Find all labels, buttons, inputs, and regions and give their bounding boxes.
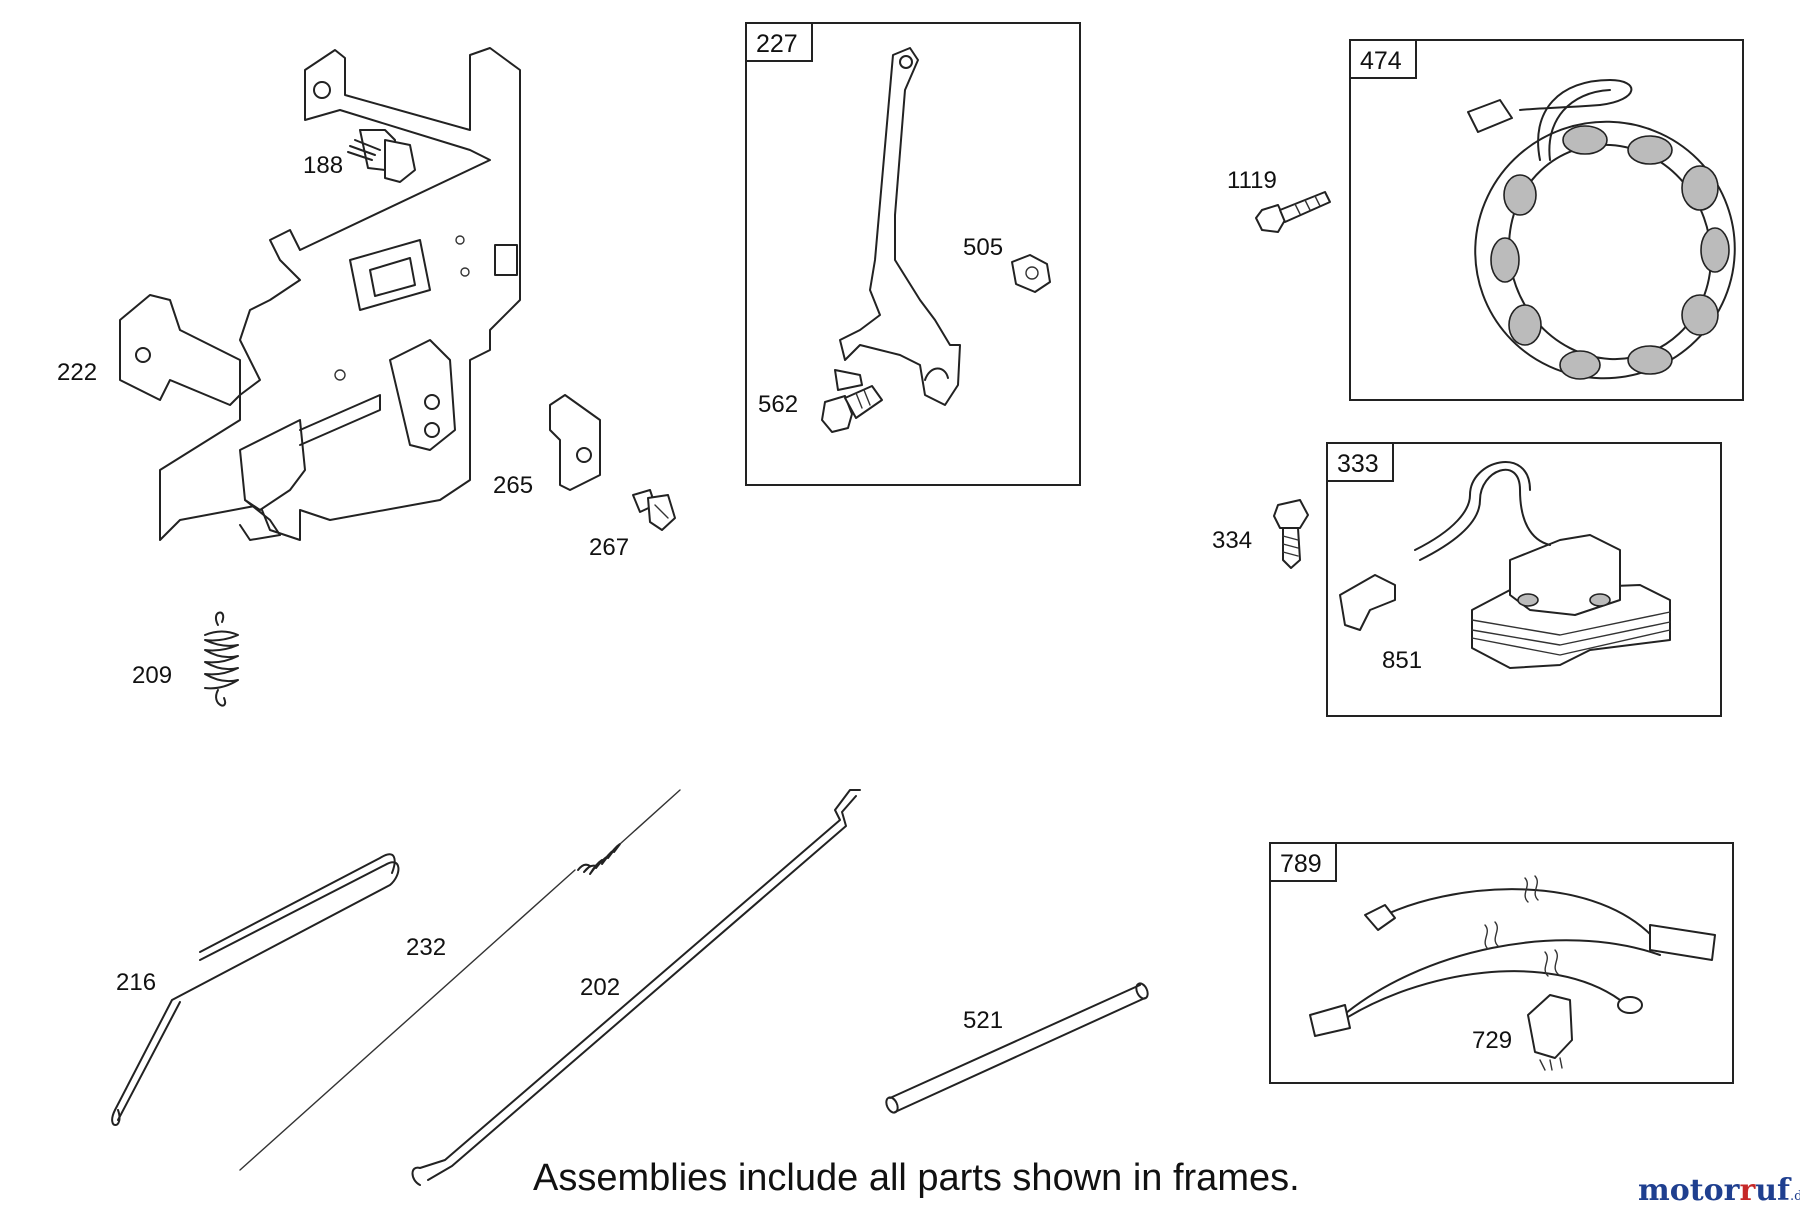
label-729: 729 [1472,1027,1512,1054]
harness-plug-right [1649,924,1716,961]
watermark-brand-a: motor [1638,1173,1741,1208]
watermark-suffix: .de [1790,1189,1800,1204]
frame-474: 474 [1349,39,1744,401]
screw-1119 [1255,191,1331,233]
label-216: 216 [116,969,156,996]
label-562: 562 [758,391,798,418]
label-209: 209 [132,662,172,689]
screw-267 [632,489,676,531]
label-188: 188 [303,152,343,179]
screw-334 [1273,499,1309,569]
watermark-brand-b: uf [1755,1173,1792,1208]
link-216 [111,853,400,1126]
label-267: 267 [589,534,629,561]
label-851: 851 [1382,647,1422,674]
label-521: 521 [963,1007,1003,1034]
spark-plug-boot-851 [1339,574,1396,631]
watermark-logo: motorruf.de [1638,1173,1800,1208]
nut-505 [1011,254,1051,293]
frame-label-789: 789 [1280,850,1322,878]
governor-bracket-222 [119,47,521,541]
label-334: 334 [1212,527,1252,554]
frame-label-333: 333 [1337,450,1379,478]
tube-521 [885,982,1149,1114]
spring-232 [239,789,681,1171]
rod-202 [411,789,861,1186]
frame-789: 789 [1269,842,1734,1084]
label-505: 505 [963,234,1003,261]
label-1119: 1119 [1227,167,1277,194]
label-222: 222 [57,359,97,386]
screw-562 [821,385,883,433]
frame-label-227: 227 [756,30,798,58]
diagram-caption: Assemblies include all parts shown in fr… [533,1157,1300,1199]
clip-729 [1527,994,1573,1059]
frame-227: 227 [745,22,1081,486]
svg-text:motorruf.de: motorruf.de [1638,1173,1800,1208]
harness-terminal [1364,904,1396,931]
ring-terminal [1617,996,1643,1014]
label-232: 232 [406,934,446,961]
spring-209 [204,611,239,707]
harness-plug-left [1309,1004,1351,1037]
label-265: 265 [493,472,533,499]
clip-265 [549,394,601,491]
frame-label-474: 474 [1360,47,1402,75]
label-202: 202 [580,974,620,1001]
stator-connector [1467,99,1513,133]
screw-188 [347,129,416,183]
frame-333: 333 [1326,442,1722,717]
